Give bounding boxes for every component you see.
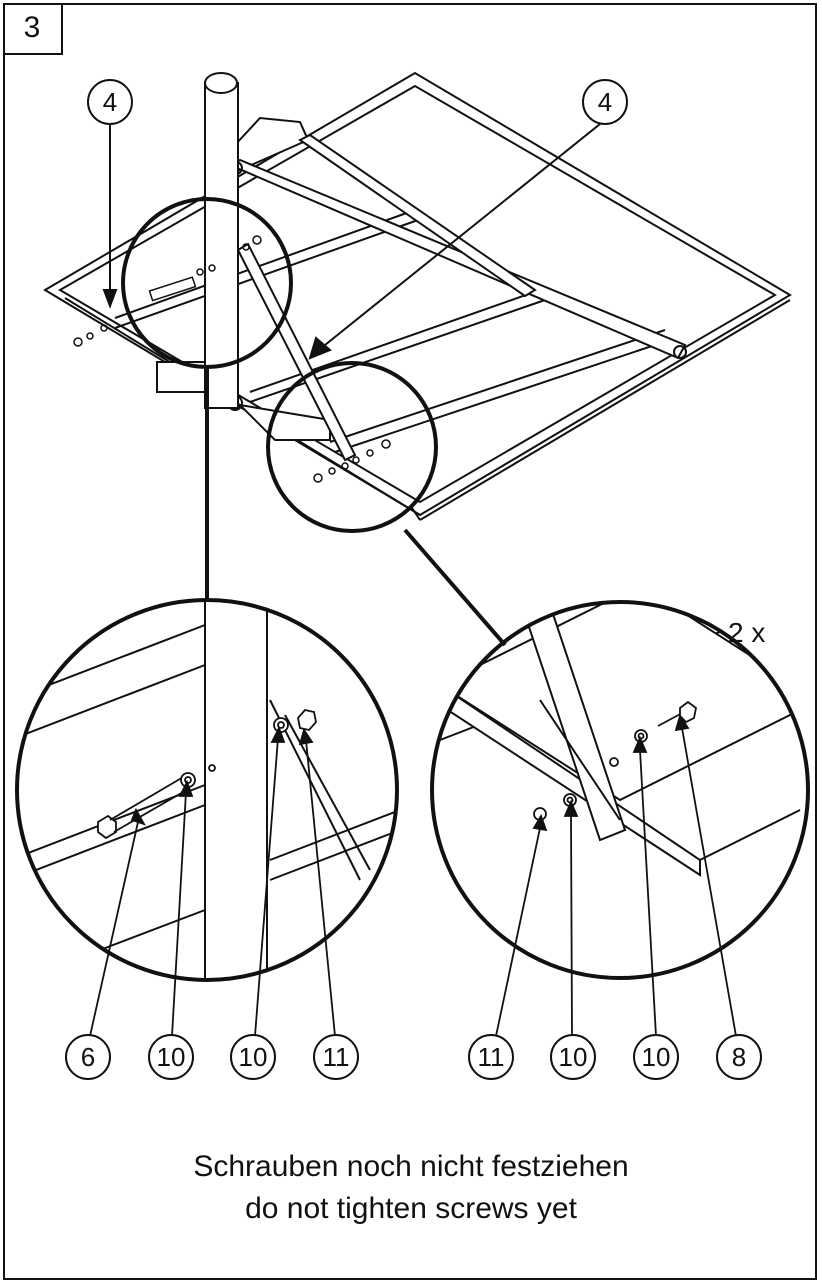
overview-hardware (73, 235, 391, 483)
svg-text:4: 4 (103, 87, 117, 117)
mast (204, 72, 239, 409)
detail-left-content (17, 600, 397, 980)
caption-german: Schrauben noch nicht festziehen (193, 1150, 629, 1183)
svg-text:6: 6 (81, 1042, 95, 1072)
detail-circle-large-right (430, 600, 810, 980)
solar-frame (43, 71, 792, 521)
detail-circle-large-left (15, 598, 399, 982)
svg-text:11: 11 (323, 1042, 350, 1072)
quantity-multiplier: 2 x (728, 617, 766, 648)
callout-left-1: 6 (65, 1034, 111, 1080)
svg-text:10: 10 (642, 1042, 671, 1072)
step-number: 3 (3, 3, 63, 55)
svg-text:10: 10 (239, 1042, 268, 1072)
callout-right-2: 10 (550, 1034, 596, 1080)
callout-left-2: 10 (148, 1034, 194, 1080)
callout-left-3: 10 (230, 1034, 276, 1080)
svg-text:8: 8 (732, 1042, 746, 1072)
callout-right-4: 8 (716, 1034, 762, 1080)
callout-overview-left: 4 (87, 79, 133, 125)
leader-lines (89, 713, 737, 1037)
diagram-frame (3, 3, 817, 1280)
svg-text:11: 11 (478, 1042, 505, 1072)
svg-text:10: 10 (157, 1042, 186, 1072)
detail-circle-right (266, 361, 438, 533)
callout-overview-right: 4 (582, 79, 628, 125)
svg-text:4: 4 (598, 87, 612, 117)
svg-text:10: 10 (559, 1042, 588, 1072)
overview-arrows (102, 123, 601, 360)
callout-left-4: 11 (313, 1034, 359, 1080)
connector-right (403, 528, 507, 647)
caption-english: do not tighten screws yet (245, 1192, 577, 1225)
callout-right-1: 11 (468, 1034, 514, 1080)
callout-right-3: 10 (633, 1034, 679, 1080)
detail-right-content (432, 602, 808, 877)
